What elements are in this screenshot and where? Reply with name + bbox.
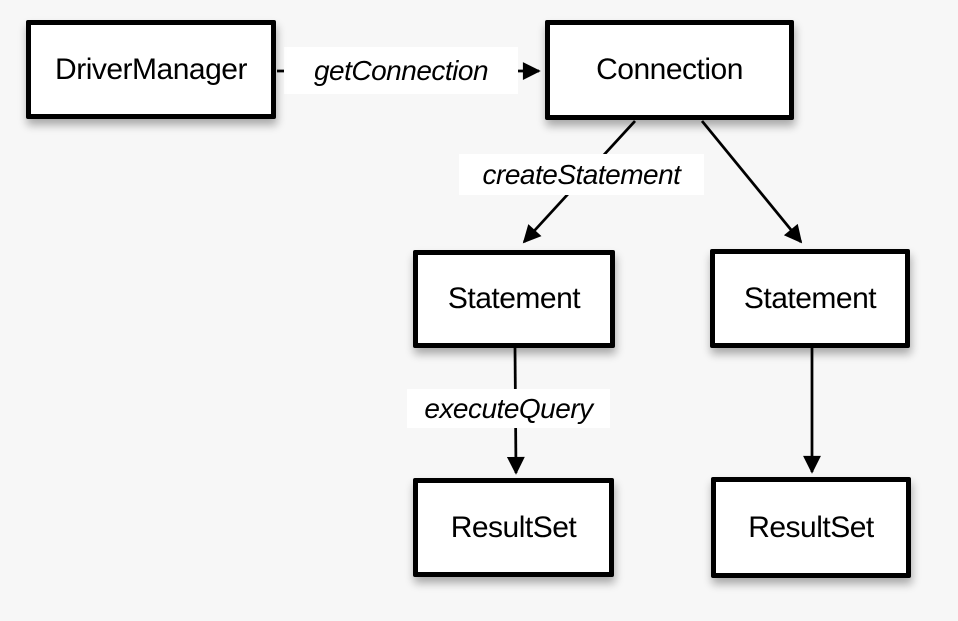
node-resultset-2-label: ResultSet [748, 510, 874, 544]
node-statement-1: Statement [413, 250, 615, 348]
node-drivermanager: DriverManager [26, 20, 276, 119]
edge-connection-statement2-arrow [700, 120, 803, 244]
node-connection-label: Connection [596, 53, 743, 86]
edge-label-createstatement: createStatement [459, 154, 704, 195]
node-drivermanager-label: DriverManager [55, 52, 247, 86]
node-connection: Connection [545, 20, 794, 120]
node-resultset-1: ResultSet [413, 478, 614, 577]
edge-label-getconnection: getConnection [284, 47, 518, 94]
node-statement-1-label: Statement [447, 282, 581, 315]
node-statement-2-label: Statement [743, 281, 877, 315]
edge-label-executequery: executeQuery [407, 389, 610, 428]
node-statement-2: Statement [710, 249, 910, 348]
node-resultset-2: ResultSet [711, 477, 911, 578]
node-resultset-1-label: ResultSet [450, 510, 577, 544]
